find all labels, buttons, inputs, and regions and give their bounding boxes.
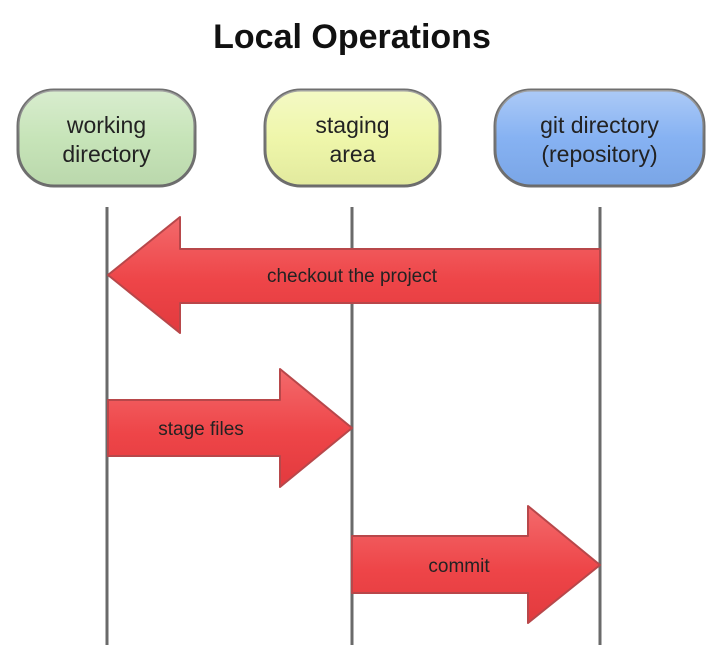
arrow-commit-label: commit (428, 556, 490, 577)
arrow-checkout-the-project: checkout the project (107, 216, 601, 334)
node-working-directory-line-2: directory (62, 141, 151, 167)
node-working-directory: working directory (16, 88, 197, 188)
node-git-directory-line-2: (repository) (541, 141, 657, 167)
arrow-stage-files: stage files (107, 368, 353, 488)
arrow-stage-shape (107, 368, 353, 488)
node-working-directory-line-1: working (66, 112, 146, 138)
diagram-title: Local Operations (213, 18, 491, 56)
node-staging-area-line-1: staging (315, 112, 389, 138)
arrow-checkout-label: checkout the project (267, 266, 438, 287)
arrow-checkout-shape (107, 216, 601, 334)
node-git-directory: git directory (repository) (493, 88, 706, 188)
node-staging-area-line-2: area (329, 141, 375, 167)
node-staging-area: staging area (263, 88, 442, 188)
arrow-stage-label: stage files (158, 419, 244, 440)
arrow-commit-shape (351, 505, 601, 624)
node-git-directory-line-1: git directory (540, 112, 659, 138)
arrow-commit: commit (351, 505, 601, 624)
